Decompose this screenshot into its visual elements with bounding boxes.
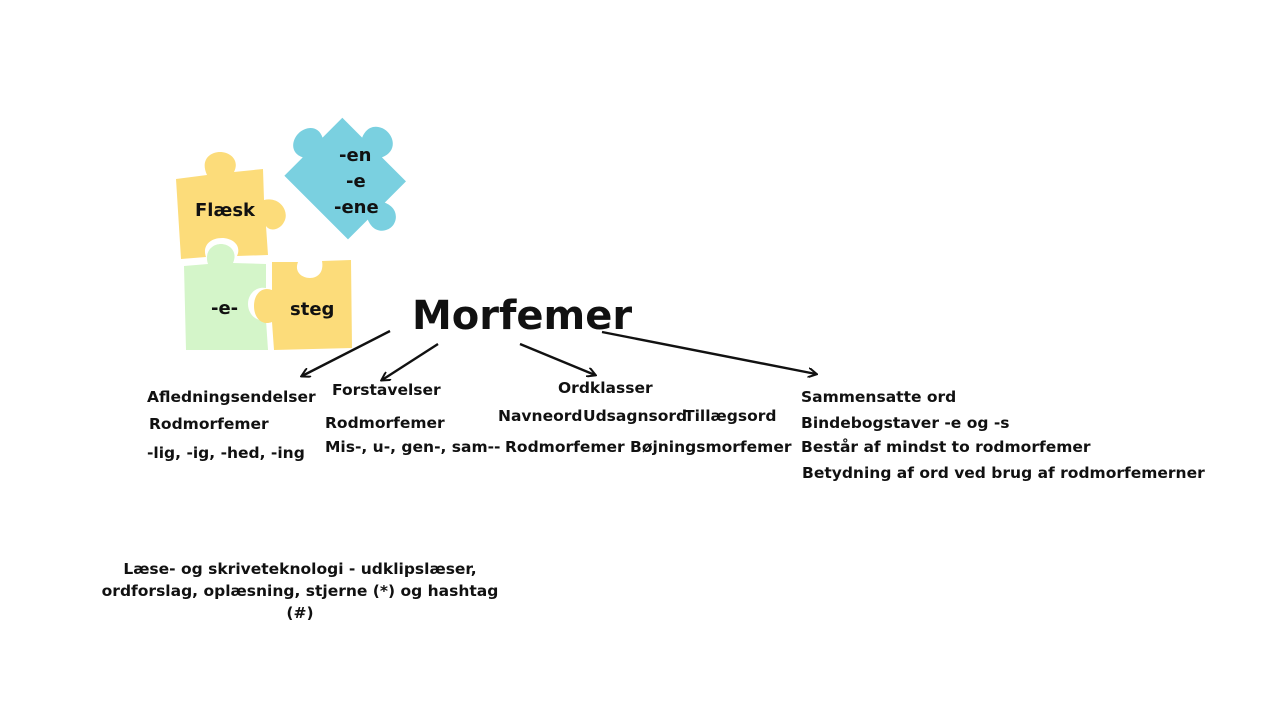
- puzzle-label-suffix-2: -e: [346, 171, 366, 192]
- diagram-title: Morfemer: [412, 293, 633, 339]
- afledning-heading: Afledningsendelser: [147, 388, 316, 406]
- forstavelser-line-2: Mis-, u-, gen-, sam--: [325, 438, 501, 456]
- ordklasser-heading: Ordklasser: [558, 379, 653, 397]
- technology-note: Læse- og skriveteknologi - udklipslæser,…: [101, 560, 499, 622]
- sammensatte-heading: Sammensatte ord: [801, 388, 957, 406]
- puzzle-label-binder: -e-: [211, 298, 239, 319]
- sammensatte-line-2: Består af mindst to rodmorfemer: [801, 438, 1091, 456]
- afledning-line-1: Rodmorfemer: [149, 415, 269, 433]
- afledning-line-2: -lig, -ig, -hed, -ing: [147, 444, 305, 462]
- arrow-afledning: [302, 329, 391, 376]
- morpheme-bojningsmorfemer: Bøjningsmorfemer: [630, 438, 792, 456]
- sammensatte-line-1: Bindebogstaver -e og -s: [801, 414, 1010, 432]
- forstavelser-line-1: Rodmorfemer: [325, 414, 445, 432]
- forstavelser-heading: Forstavelser: [332, 381, 441, 399]
- puzzle-label-steg: steg: [290, 299, 335, 320]
- puzzle-label-suffix-1: -en: [339, 145, 372, 166]
- puzzle-piece-flaesk-shape: [176, 152, 286, 259]
- puzzle-piece-steg-shape: [254, 260, 352, 350]
- puzzle-label-suffix-3: -ene: [334, 197, 379, 218]
- puzzle-piece-suffix-shape: [284, 117, 406, 240]
- arrow-forstavelser: [382, 342, 439, 380]
- puzzle-label-flaesk: Flæsk: [195, 200, 256, 221]
- arrow-ordklasser: [519, 342, 595, 375]
- morpheme-rodmorfemer: Rodmorfemer: [505, 438, 625, 456]
- word-class-tillaegsord: Tillægsord: [684, 407, 777, 425]
- word-class-udsagnsord: Udsagnsord: [583, 407, 688, 425]
- arrow-sammensatte: [601, 330, 816, 374]
- word-class-navneord: Navneord: [498, 407, 583, 425]
- puzzle-piece-binder-shape: [184, 244, 268, 350]
- sammensatte-line-3: Betydning af ord ved brug af rodmorfemer…: [802, 464, 1205, 482]
